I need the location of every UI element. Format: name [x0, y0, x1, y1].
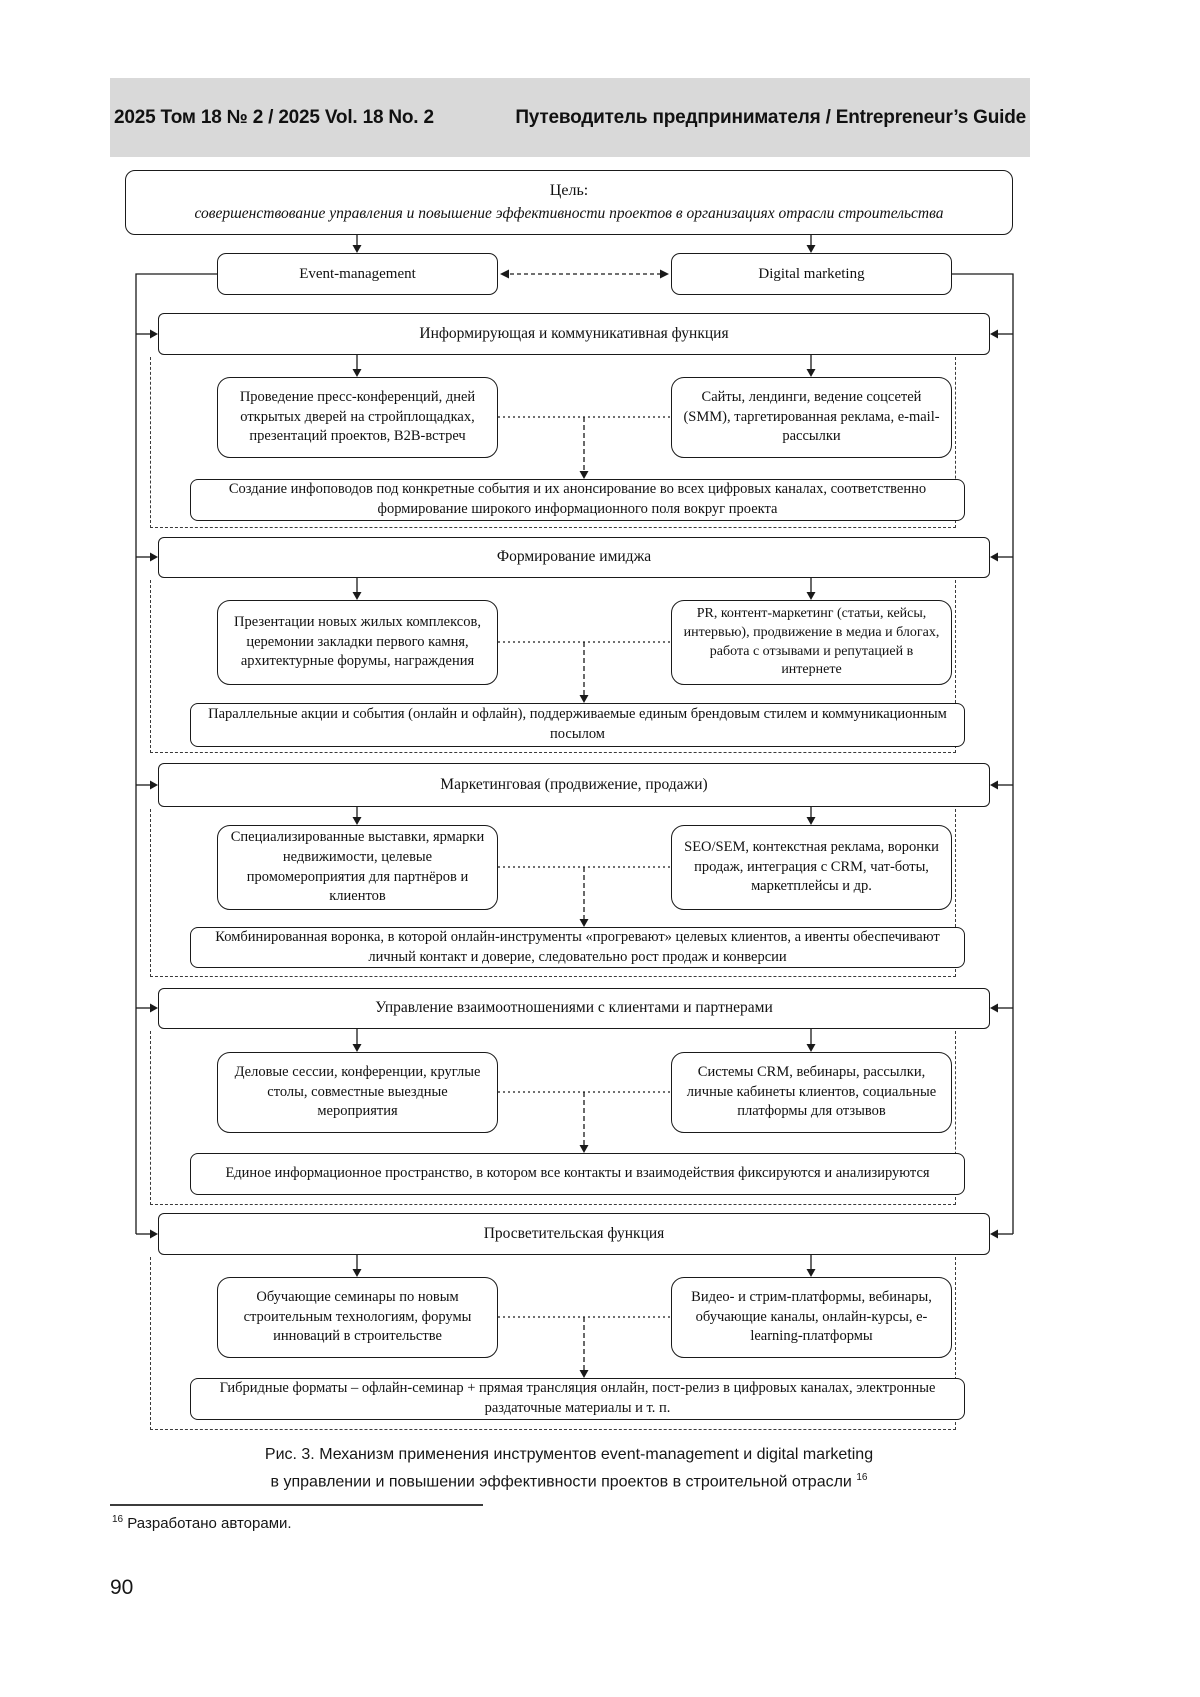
section-3-summary-box: Комбинированная воронка, в которой онлай… [190, 927, 965, 968]
page-number: 90 [110, 1576, 134, 1599]
running-head: 2025 Том 18 № 2 / 2025 Vol. 18 No. 2 Пут… [110, 78, 1030, 157]
section-1-digital-text: Сайты, лендинги, ведение соцсетей (SMM),… [683, 389, 940, 445]
journal-title: Путеводитель предпринимателя / Entrepren… [515, 106, 1026, 128]
footnote-text: Разработано авторами. [127, 1515, 292, 1532]
section-1-banner-label: Информирующая и коммуникативная функция [419, 324, 729, 342]
event-management-label: Event-management [299, 265, 416, 282]
section-4-summary-text: Единое информационное пространство, в ко… [225, 1165, 930, 1182]
section-1-summary-box: Создание инфоповодов под конкретные собы… [190, 479, 965, 521]
section-4-event-box: Деловые сессии, конференции, круглые сто… [217, 1052, 498, 1133]
figure-caption: Рис. 3. Механизм применения инструментов… [125, 1443, 1013, 1493]
section-4-banner-label: Управление взаимоотношениями с клиентами… [375, 999, 773, 1017]
caption-footnote-ref: 16 [856, 1472, 868, 1483]
section-5-event-text: Обучающие семинары по новым строительным… [243, 1289, 472, 1345]
section-3-summary-text: Комбинированная воронка, в которой онлай… [215, 928, 940, 965]
section-1-event-text: Проведение пресс-конференций, дней откры… [239, 389, 476, 445]
goal-text: совершенствование управления и повышение… [194, 204, 944, 222]
section-2-digital-text: PR, контент-маркетинг (статьи, кейсы, ин… [683, 605, 940, 678]
footnote-rule [110, 1504, 483, 1506]
figure-caption-line1: Рис. 3. Механизм применения инструментов… [264, 1446, 874, 1463]
section-4-summary-box: Единое информационное пространство, в ко… [190, 1153, 965, 1195]
section-5-banner-label: Просветительская функция [483, 1224, 665, 1242]
section-3-digital-box: SEO/SEM, контекстная реклама, воронки пр… [671, 825, 952, 910]
section-3-digital-text: SEO/SEM, контекстная реклама, воронки пр… [684, 839, 939, 895]
section-5-digital-box: Видео- и стрим-платформы, вебинары, обуч… [671, 1277, 952, 1358]
section-4-digital-box: Системы CRM, вебинары, рассылки, личные … [671, 1052, 952, 1133]
section-1-banner: Информирующая и коммуникативная функция [158, 313, 990, 355]
section-2-banner: Формирование имиджа [158, 537, 990, 578]
section-2-banner-label: Формирование имиджа [496, 548, 652, 566]
digital-marketing-label: Digital marketing [758, 265, 865, 282]
section-1-digital-box: Сайты, лендинги, ведение соцсетей (SMM),… [671, 377, 952, 458]
figure-caption-line2: в управлении и повышении эффективности п… [270, 1472, 868, 1491]
section-5-dashed-frame [150, 1257, 956, 1430]
event-management-box: Event-management [217, 253, 498, 295]
section-3-banner: Маркетинговая (продвижение, продажи) [158, 763, 990, 807]
footnote-ref: 16 [112, 1514, 124, 1525]
issue-info: 2025 Том 18 № 2 / 2025 Vol. 18 No. 2 [114, 106, 434, 128]
section-5-banner: Просветительская функция [158, 1213, 990, 1255]
section-1-summary-text: Создание инфоповодов под конкретные собы… [228, 481, 927, 517]
section-2-summary-box: Параллельные акции и события (онлайн и о… [190, 703, 965, 747]
section-4-event-text: Деловые сессии, конференции, круглые сто… [234, 1064, 481, 1120]
section-2-event-text: Презентации новых жилых комплексов, цере… [234, 614, 481, 670]
section-4-banner: Управление взаимоотношениями с клиентами… [158, 988, 990, 1029]
section-3-banner-label: Маркетинговая (продвижение, продажи) [440, 775, 708, 793]
section-5-event-box: Обучающие семинары по новым строительным… [217, 1277, 498, 1358]
section-1-event-box: Проведение пресс-конференций, дней откры… [217, 377, 498, 458]
section-3-event-box: Специализированные выставки, ярмарки нед… [217, 825, 498, 910]
footnote: 16 Разработано авторами. [112, 1514, 292, 1532]
goal-box: Цель: совершенствование управления и пов… [125, 170, 1013, 235]
goal-title: Цель: [549, 182, 589, 200]
section-3-event-text: Специализированные выставки, ярмарки нед… [230, 829, 485, 905]
section-5-summary-box: Гибридные форматы – офлайн-семинар + пря… [190, 1378, 965, 1420]
section-4-digital-text: Системы CRM, вебинары, рассылки, личные … [686, 1064, 937, 1120]
section-2-event-box: Презентации новых жилых комплексов, цере… [217, 600, 498, 685]
section-5-summary-text: Гибридные форматы – офлайн-семинар + пря… [219, 1380, 936, 1416]
section-2-digital-box: PR, контент-маркетинг (статьи, кейсы, ин… [671, 600, 952, 685]
section-2-summary-text: Параллельные акции и события (онлайн и о… [208, 706, 947, 742]
digital-marketing-box: Digital marketing [671, 253, 952, 295]
section-5-digital-text: Видео- и стрим-платформы, вебинары, обуч… [691, 1289, 932, 1345]
